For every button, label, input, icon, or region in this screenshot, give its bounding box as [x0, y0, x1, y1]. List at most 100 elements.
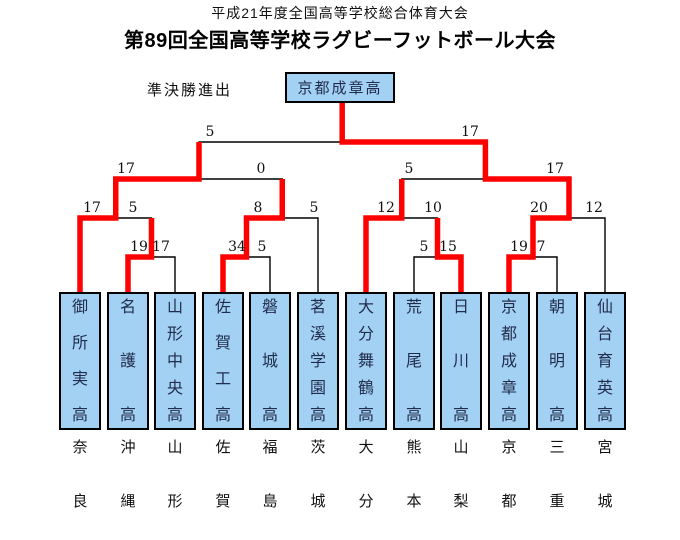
match-line-r1d [508, 256, 558, 292]
score-r1b-right: 5 [257, 239, 267, 255]
vertical-char: 京 [500, 297, 517, 316]
semifinal-advance-label: 準決勝進出 [147, 81, 233, 99]
prefecture-miyagi: 宮城 [584, 440, 626, 509]
vertical-char: 茗 [309, 297, 326, 316]
vertical-char: 荒 [405, 297, 422, 316]
match-line-r1c [413, 256, 462, 292]
vertical-char: 分 [358, 492, 374, 510]
vertical-char: 中 [166, 351, 183, 370]
score-qf4-left: 20 [530, 200, 548, 216]
vertical-char: 護 [119, 351, 136, 370]
winner-path-nago [125, 218, 155, 294]
score-qf1-right: 5 [128, 200, 138, 216]
vertical-char: 分 [357, 324, 374, 343]
vertical-char: 城 [261, 351, 278, 370]
match-line-r1a [127, 256, 176, 292]
winner-path-sagako [220, 179, 285, 294]
vertical-char: 良 [72, 492, 88, 510]
vertical-char: 英 [596, 378, 613, 397]
vertical-char: 大 [358, 438, 374, 456]
vertical-char: 台 [596, 324, 613, 343]
team-box-yamagatachuo: 山形中央高 [154, 292, 196, 430]
vertical-char: 章 [500, 378, 517, 397]
match-line-qf2 [245, 217, 319, 292]
prefecture-saga: 佐賀 [202, 440, 244, 509]
vertical-char: 園 [309, 378, 326, 397]
score-qf2-right: 5 [309, 200, 319, 216]
score-sf1-right: 0 [256, 161, 266, 177]
vertical-char: 高 [166, 405, 183, 424]
score-qf3-left: 12 [377, 200, 395, 216]
vertical-char: 宮 [597, 438, 613, 456]
vertical-char: 鶴 [357, 378, 374, 397]
prefecture-kumamoto: 熊本 [393, 440, 435, 509]
vertical-char: 川 [452, 351, 469, 370]
vertical-char: 城 [310, 492, 326, 510]
score-sf1-left: 17 [117, 161, 135, 177]
vertical-char: 工 [214, 369, 231, 388]
vertical-char: 高 [119, 405, 136, 424]
team-box-kyotoseisho: 京都成章高 [488, 292, 530, 430]
vertical-char: 都 [501, 492, 517, 510]
team-box-nago: 名護高 [107, 292, 149, 430]
score-r1a-right: 17 [152, 239, 170, 255]
vertical-char: 仙 [596, 297, 613, 316]
vertical-char: 朝 [548, 297, 565, 316]
vertical-char: 形 [167, 492, 183, 510]
vertical-char: 縄 [120, 492, 136, 510]
vertical-char: 本 [406, 492, 422, 510]
score-final-left: 5 [205, 124, 215, 140]
vertical-char: 沖 [120, 438, 136, 456]
score-r1b-left: 34 [228, 239, 246, 255]
prefecture-fukushima: 福島 [249, 440, 291, 509]
prefecture-mie: 三重 [536, 440, 578, 509]
vertical-char: 尾 [405, 351, 422, 370]
vertical-char: 大 [357, 297, 374, 316]
champion-box: 京都成章高 [285, 72, 395, 103]
vertical-char: 央 [166, 378, 183, 397]
team-box-sendaiikuei: 仙台育英高 [584, 292, 626, 430]
score-r1d-right: 7 [536, 239, 546, 255]
vertical-char: 都 [500, 324, 517, 343]
vertical-char: 高 [261, 405, 278, 424]
vertical-char: 山 [166, 297, 183, 316]
vertical-char: 学 [309, 351, 326, 370]
vertical-char: 高 [548, 405, 565, 424]
score-qf3-right: 10 [424, 200, 442, 216]
vertical-char: 所 [71, 333, 88, 352]
vertical-char: 高 [500, 405, 517, 424]
vertical-char: 梨 [453, 492, 469, 510]
team-box-meikeigakuen: 茗溪学園高 [297, 292, 339, 430]
team-box-asake: 朝明高 [536, 292, 578, 430]
prefecture-yamanashi: 山梨 [440, 440, 482, 509]
score-qf1-left: 17 [83, 200, 101, 216]
vertical-char: 山 [167, 438, 183, 456]
prefecture-nara: 奈良 [59, 440, 101, 509]
vertical-char: 奈 [72, 438, 88, 456]
score-sf2-right: 17 [546, 161, 564, 177]
score-r1c-left: 5 [419, 239, 429, 255]
vertical-char: 育 [596, 351, 613, 370]
team-box-sagako: 佐賀工高 [202, 292, 244, 430]
winner-path-goshojitsu [77, 142, 202, 294]
vertical-char: 佐 [215, 438, 231, 456]
score-r1c-right: 15 [439, 239, 457, 255]
vertical-char: 高 [452, 405, 469, 424]
team-box-iwaki: 磐城高 [249, 292, 291, 430]
vertical-char: 形 [166, 324, 183, 343]
vertical-char: 京 [501, 438, 517, 456]
vertical-char: 賀 [214, 333, 231, 352]
winner-path-oitamaizuru [363, 179, 405, 294]
score-r1a-left: 19 [130, 239, 148, 255]
vertical-char: 明 [548, 351, 565, 370]
vertical-char: 日 [452, 297, 469, 316]
team-box-arao: 荒尾高 [393, 292, 435, 430]
match-line-qf3 [365, 217, 439, 292]
match-line-r1b [222, 256, 271, 292]
vertical-char: 高 [214, 405, 231, 424]
vertical-char: 成 [500, 351, 517, 370]
prefecture-yamagata: 山形 [154, 440, 196, 509]
vertical-char: 島 [262, 492, 278, 510]
